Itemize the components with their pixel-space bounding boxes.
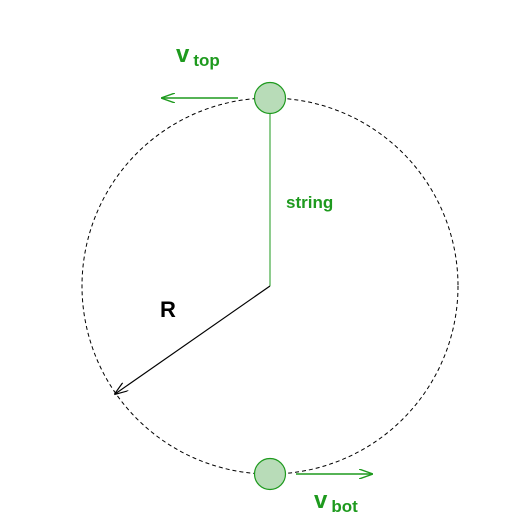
top-ball — [253, 81, 287, 115]
radius-label: R — [160, 297, 176, 322]
radius-arrow — [115, 285, 271, 394]
string-label: string — [286, 193, 333, 212]
v-bot-sub: bot — [331, 497, 358, 516]
v-bot-main: v — [314, 487, 328, 514]
v-top-sub: top — [193, 51, 219, 70]
bottom-ball — [253, 457, 287, 491]
v-top-main: v — [176, 41, 190, 68]
